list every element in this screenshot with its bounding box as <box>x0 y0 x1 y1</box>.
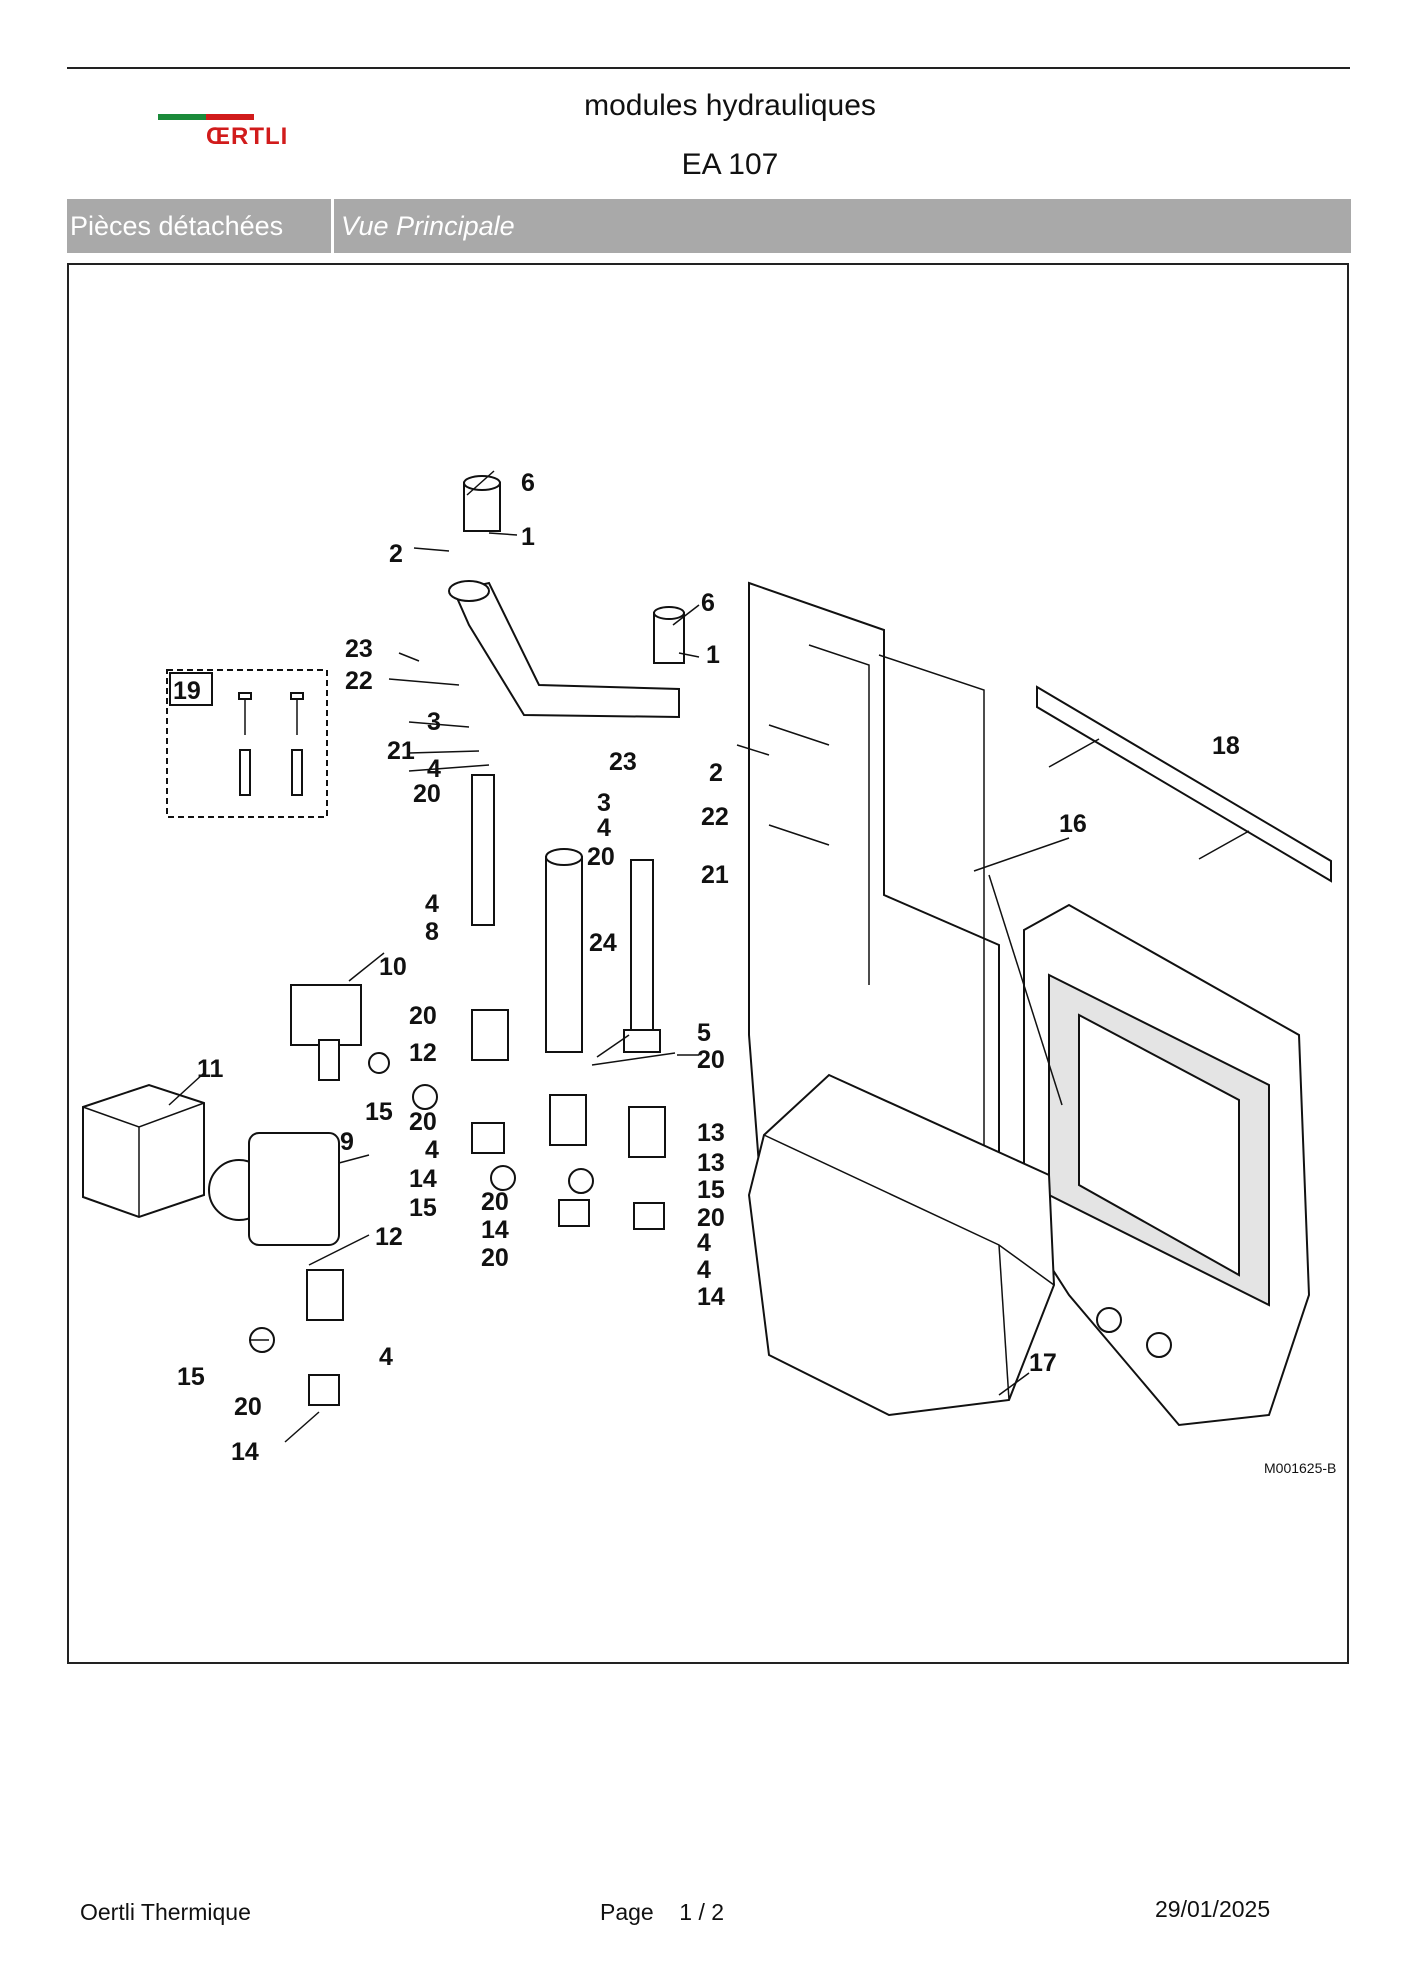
callout: 2 <box>709 759 723 787</box>
callout: 21 <box>387 737 415 765</box>
vertical-pipes <box>471 774 661 1053</box>
drawing-reference: M001625-B <box>1264 1460 1336 1476</box>
callout: 20 <box>697 1046 725 1074</box>
section-bar: Pièces détachées Vue Principale <box>67 199 1351 253</box>
callout: 23 <box>609 748 637 776</box>
wall-bracket <box>1036 685 1332 883</box>
valve-assemblies <box>249 984 666 1406</box>
callout: 23 <box>345 635 373 663</box>
callout: 4 <box>425 1136 439 1164</box>
callout-numbers: 6 2 1 6 1 23 22 19 3 21 4 20 2 23 3 22 4… <box>173 469 1240 1466</box>
callout: 13 <box>697 1119 725 1147</box>
footer-page: Page 1 / 2 <box>600 1899 724 1926</box>
callout: 4 <box>425 890 439 918</box>
logo-text: ŒRTLI <box>206 123 289 150</box>
callout: 17 <box>1029 1349 1057 1377</box>
callout: 14 <box>231 1438 259 1466</box>
footer-company: Oertli Thermique <box>80 1899 251 1925</box>
footer-page-label: Page <box>600 1899 654 1925</box>
callout: 4 <box>597 814 611 842</box>
callout: 3 <box>427 708 441 736</box>
screw-kit-box <box>166 669 328 818</box>
oertli-logo: ŒRTLI <box>158 114 308 154</box>
callout: 8 <box>425 918 439 946</box>
callout: 20 <box>409 1002 437 1030</box>
callout: 10 <box>379 953 407 981</box>
footer-page-separator: / <box>698 1899 705 1925</box>
section-label-view: Vue Principale <box>341 211 515 241</box>
footer-page-total: 2 <box>711 1899 725 1925</box>
footer-page-number: 1 <box>679 1899 693 1925</box>
callout: 20 <box>481 1244 509 1272</box>
manifold-pipe <box>448 475 685 719</box>
valve-actuator <box>82 1083 205 1219</box>
callout: 2 <box>389 540 403 568</box>
callout: 15 <box>177 1363 205 1391</box>
callout: 4 <box>427 755 441 783</box>
document-title: modules hydrauliques <box>584 89 876 122</box>
callout: 9 <box>340 1128 354 1156</box>
front-casing <box>1023 903 1311 1427</box>
callout: 24 <box>589 929 617 957</box>
callout: 4 <box>697 1229 711 1257</box>
callout: 20 <box>481 1188 509 1216</box>
callout: 14 <box>481 1216 509 1244</box>
callout: 4 <box>697 1256 711 1284</box>
logo-red-bar <box>206 114 254 120</box>
callout: 1 <box>706 641 720 669</box>
footer-date: 29/01/2025 <box>1155 1896 1271 1922</box>
callout: 6 <box>521 469 535 497</box>
callout: 15 <box>697 1176 725 1204</box>
callout: 22 <box>345 667 373 695</box>
callout: 16 <box>1059 810 1087 838</box>
callout: 18 <box>1212 732 1240 760</box>
callout: 20 <box>234 1393 262 1421</box>
section-label-parts: Pièces détachées <box>67 199 334 253</box>
callout: 12 <box>409 1039 437 1067</box>
screw-kit-label-box <box>169 672 213 706</box>
callout: 14 <box>697 1283 725 1311</box>
leader-lines <box>168 470 1070 1443</box>
callout: 14 <box>409 1165 437 1193</box>
screw-kit-parts <box>238 692 304 796</box>
header-rule <box>67 67 1350 69</box>
circulator-pump <box>208 1132 340 1246</box>
callout: 5 <box>697 1019 711 1047</box>
front-cover <box>747 1073 1056 1417</box>
document-model: EA 107 <box>681 148 779 181</box>
callout: 20 <box>587 843 615 871</box>
callout: 21 <box>701 861 729 889</box>
callout: 3 <box>597 789 611 817</box>
callout: 15 <box>365 1098 393 1126</box>
callout: 15 <box>409 1194 437 1222</box>
callout: 22 <box>701 803 729 831</box>
callout: 6 <box>701 589 715 617</box>
exploded-view-diagram: 6 2 1 6 1 23 22 19 3 21 4 20 2 23 3 22 4… <box>82 469 1336 1476</box>
callout: 11 <box>197 1055 224 1083</box>
callout: 1 <box>521 523 535 551</box>
callout: 13 <box>697 1149 725 1177</box>
callout: 19 <box>173 677 201 705</box>
exploded-view-frame: 6 2 1 6 1 23 22 19 3 21 4 20 2 23 3 22 4… <box>67 263 1349 1664</box>
callout: 4 <box>379 1343 393 1371</box>
callout: 20 <box>697 1204 725 1232</box>
callout: 20 <box>409 1108 437 1136</box>
callout: 20 <box>413 780 441 808</box>
callout: 12 <box>375 1223 403 1251</box>
